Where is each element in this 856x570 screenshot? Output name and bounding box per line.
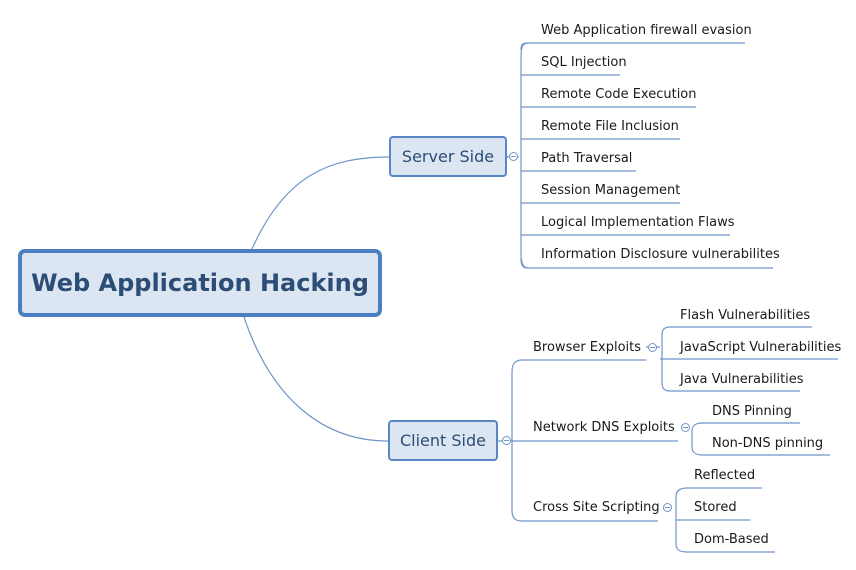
server-item-waf-evasion[interactable]: Web Application firewall evasion: [541, 23, 752, 38]
collapse-browser-exploits-icon[interactable]: [648, 343, 657, 352]
root-node[interactable]: Web Application Hacking: [18, 249, 382, 317]
root-label: Web Application Hacking: [31, 269, 369, 297]
xss-item-reflected[interactable]: Reflected: [694, 468, 756, 483]
collapse-network-dns-icon[interactable]: [681, 423, 690, 432]
browser-item-java[interactable]: Java Vulnerabilities: [680, 372, 804, 387]
server-item-info-disclosure[interactable]: Information Disclosure vulnerabilites: [541, 247, 780, 262]
server-item-path-traversal[interactable]: Path Traversal: [541, 151, 633, 166]
browser-item-javascript[interactable]: JavaScript Vulnerabilities: [680, 340, 842, 355]
collapse-xss-icon[interactable]: [663, 503, 672, 512]
dns-item-pinning[interactable]: DNS Pinning: [712, 404, 792, 419]
connector-root-client: [243, 316, 389, 442]
server-item-logical-flaws[interactable]: Logical Implementation Flaws: [541, 215, 735, 230]
client-group-network-dns[interactable]: Network DNS Exploits: [533, 420, 675, 435]
connector-server-leaves: [520, 42, 773, 269]
client-group-browser-exploits[interactable]: Browser Exploits: [533, 340, 642, 355]
connector-dns-leaves: [691, 422, 830, 456]
collapse-client-icon[interactable]: [502, 436, 511, 445]
server-item-rfi[interactable]: Remote File Inclusion: [541, 119, 679, 134]
server-side-label: Server Side: [401, 147, 495, 166]
client-side-node[interactable]: Client Side: [388, 420, 498, 461]
server-item-session-management[interactable]: Session Management: [541, 183, 681, 198]
browser-item-flash[interactable]: Flash Vulnerabilities: [680, 308, 811, 323]
dns-item-non-pinning[interactable]: Non-DNS pinning: [712, 436, 824, 451]
xss-item-dom-based[interactable]: Dom-Based: [694, 532, 769, 547]
connector-client-groups: [512, 359, 678, 522]
server-item-sql-injection[interactable]: SQL Injection: [541, 55, 627, 70]
server-item-rce[interactable]: Remote Code Execution: [541, 87, 697, 102]
xss-item-stored[interactable]: Stored: [694, 500, 737, 515]
connector-root-server: [251, 156, 390, 250]
server-side-node[interactable]: Server Side: [389, 136, 507, 177]
collapse-server-icon[interactable]: [509, 152, 518, 161]
connector-xss-leaves: [675, 487, 775, 553]
client-side-label: Client Side: [399, 431, 486, 450]
client-group-xss[interactable]: Cross Site Scripting: [533, 500, 660, 515]
